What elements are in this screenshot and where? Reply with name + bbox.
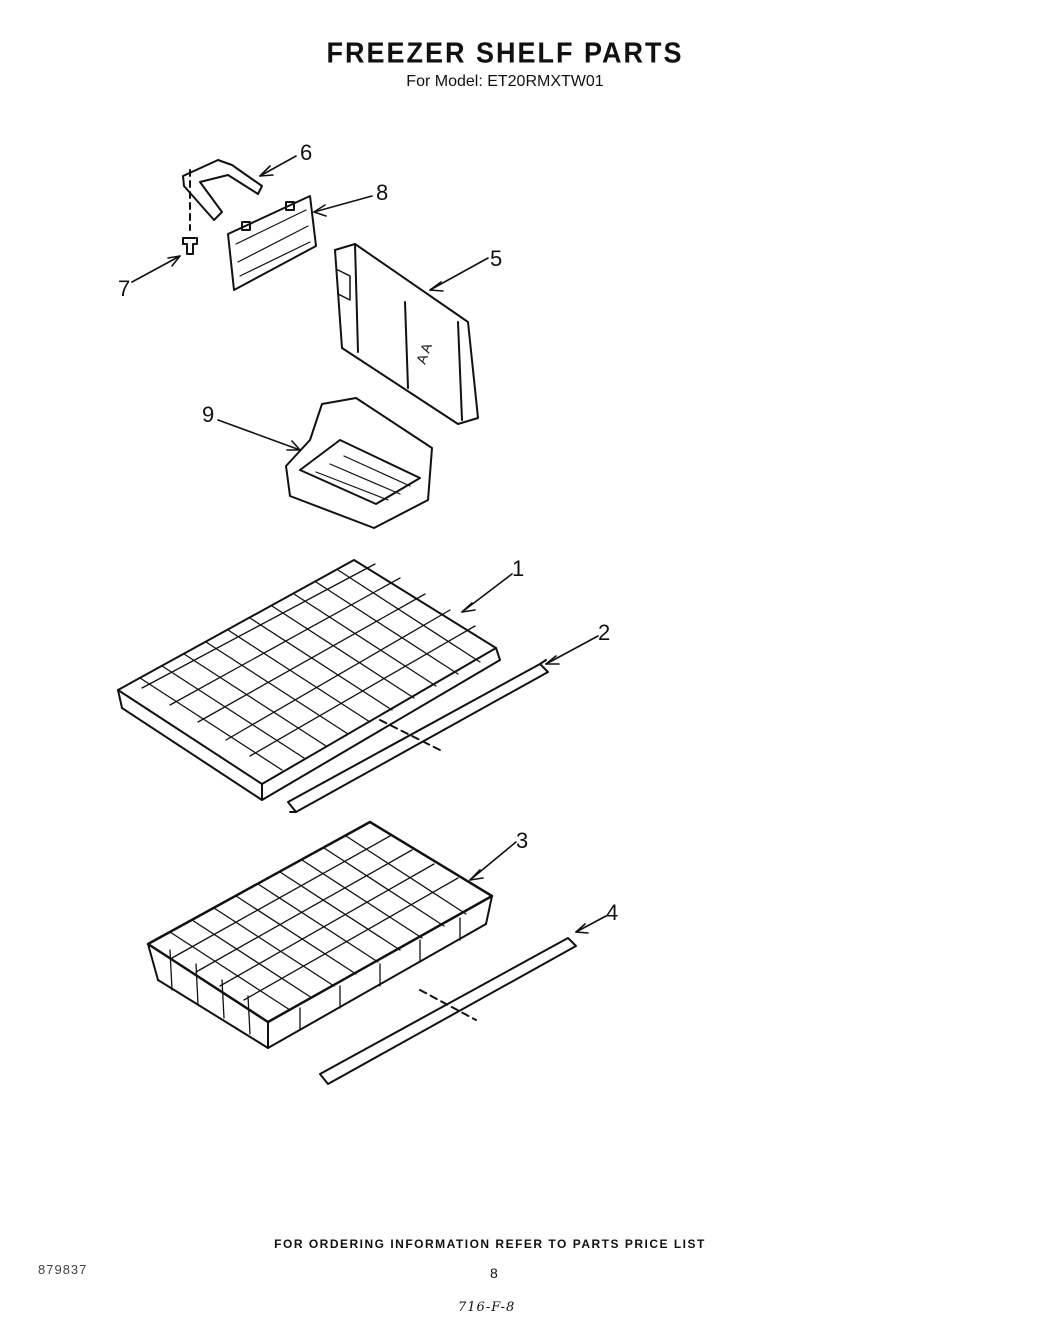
model-subtitle: For Model: ET20RMXTW01 xyxy=(406,73,604,90)
callout-5: 5 xyxy=(490,246,502,271)
part-5-ice-bin-shelf: A A xyxy=(334,243,479,425)
part-3-wire-basket xyxy=(146,820,494,1049)
page-title: FREEZER SHELF PARTS xyxy=(326,37,684,69)
handwritten-note: 716-F-8 xyxy=(458,1300,516,1315)
part-4-basket-front-trim xyxy=(319,937,577,1085)
part-8-bracket-plate xyxy=(227,195,317,291)
page-number: 8 xyxy=(490,1265,498,1281)
part-2-shelf-front-trim xyxy=(287,659,549,813)
callout-4: 4 xyxy=(606,900,618,925)
callout-8: 8 xyxy=(376,180,388,205)
part-6-shelf-bracket xyxy=(182,159,263,231)
callout-1: 1 xyxy=(512,556,524,581)
part-1-freezer-shelf xyxy=(117,559,501,801)
callout-leaders xyxy=(131,155,607,934)
callout-9: 9 xyxy=(202,402,214,427)
callout-3: 3 xyxy=(516,828,528,853)
callout-6: 6 xyxy=(300,140,312,165)
document-number: 879837 xyxy=(38,1262,88,1277)
callout-2: 2 xyxy=(598,620,610,645)
svg-text:A A: A A xyxy=(413,340,435,366)
part-9-ice-bin xyxy=(285,397,433,529)
callout-7: 7 xyxy=(118,276,130,301)
part-7-screw xyxy=(182,237,198,255)
ordering-note: FOR ORDERING INFORMATION REFER TO PARTS … xyxy=(274,1237,706,1251)
